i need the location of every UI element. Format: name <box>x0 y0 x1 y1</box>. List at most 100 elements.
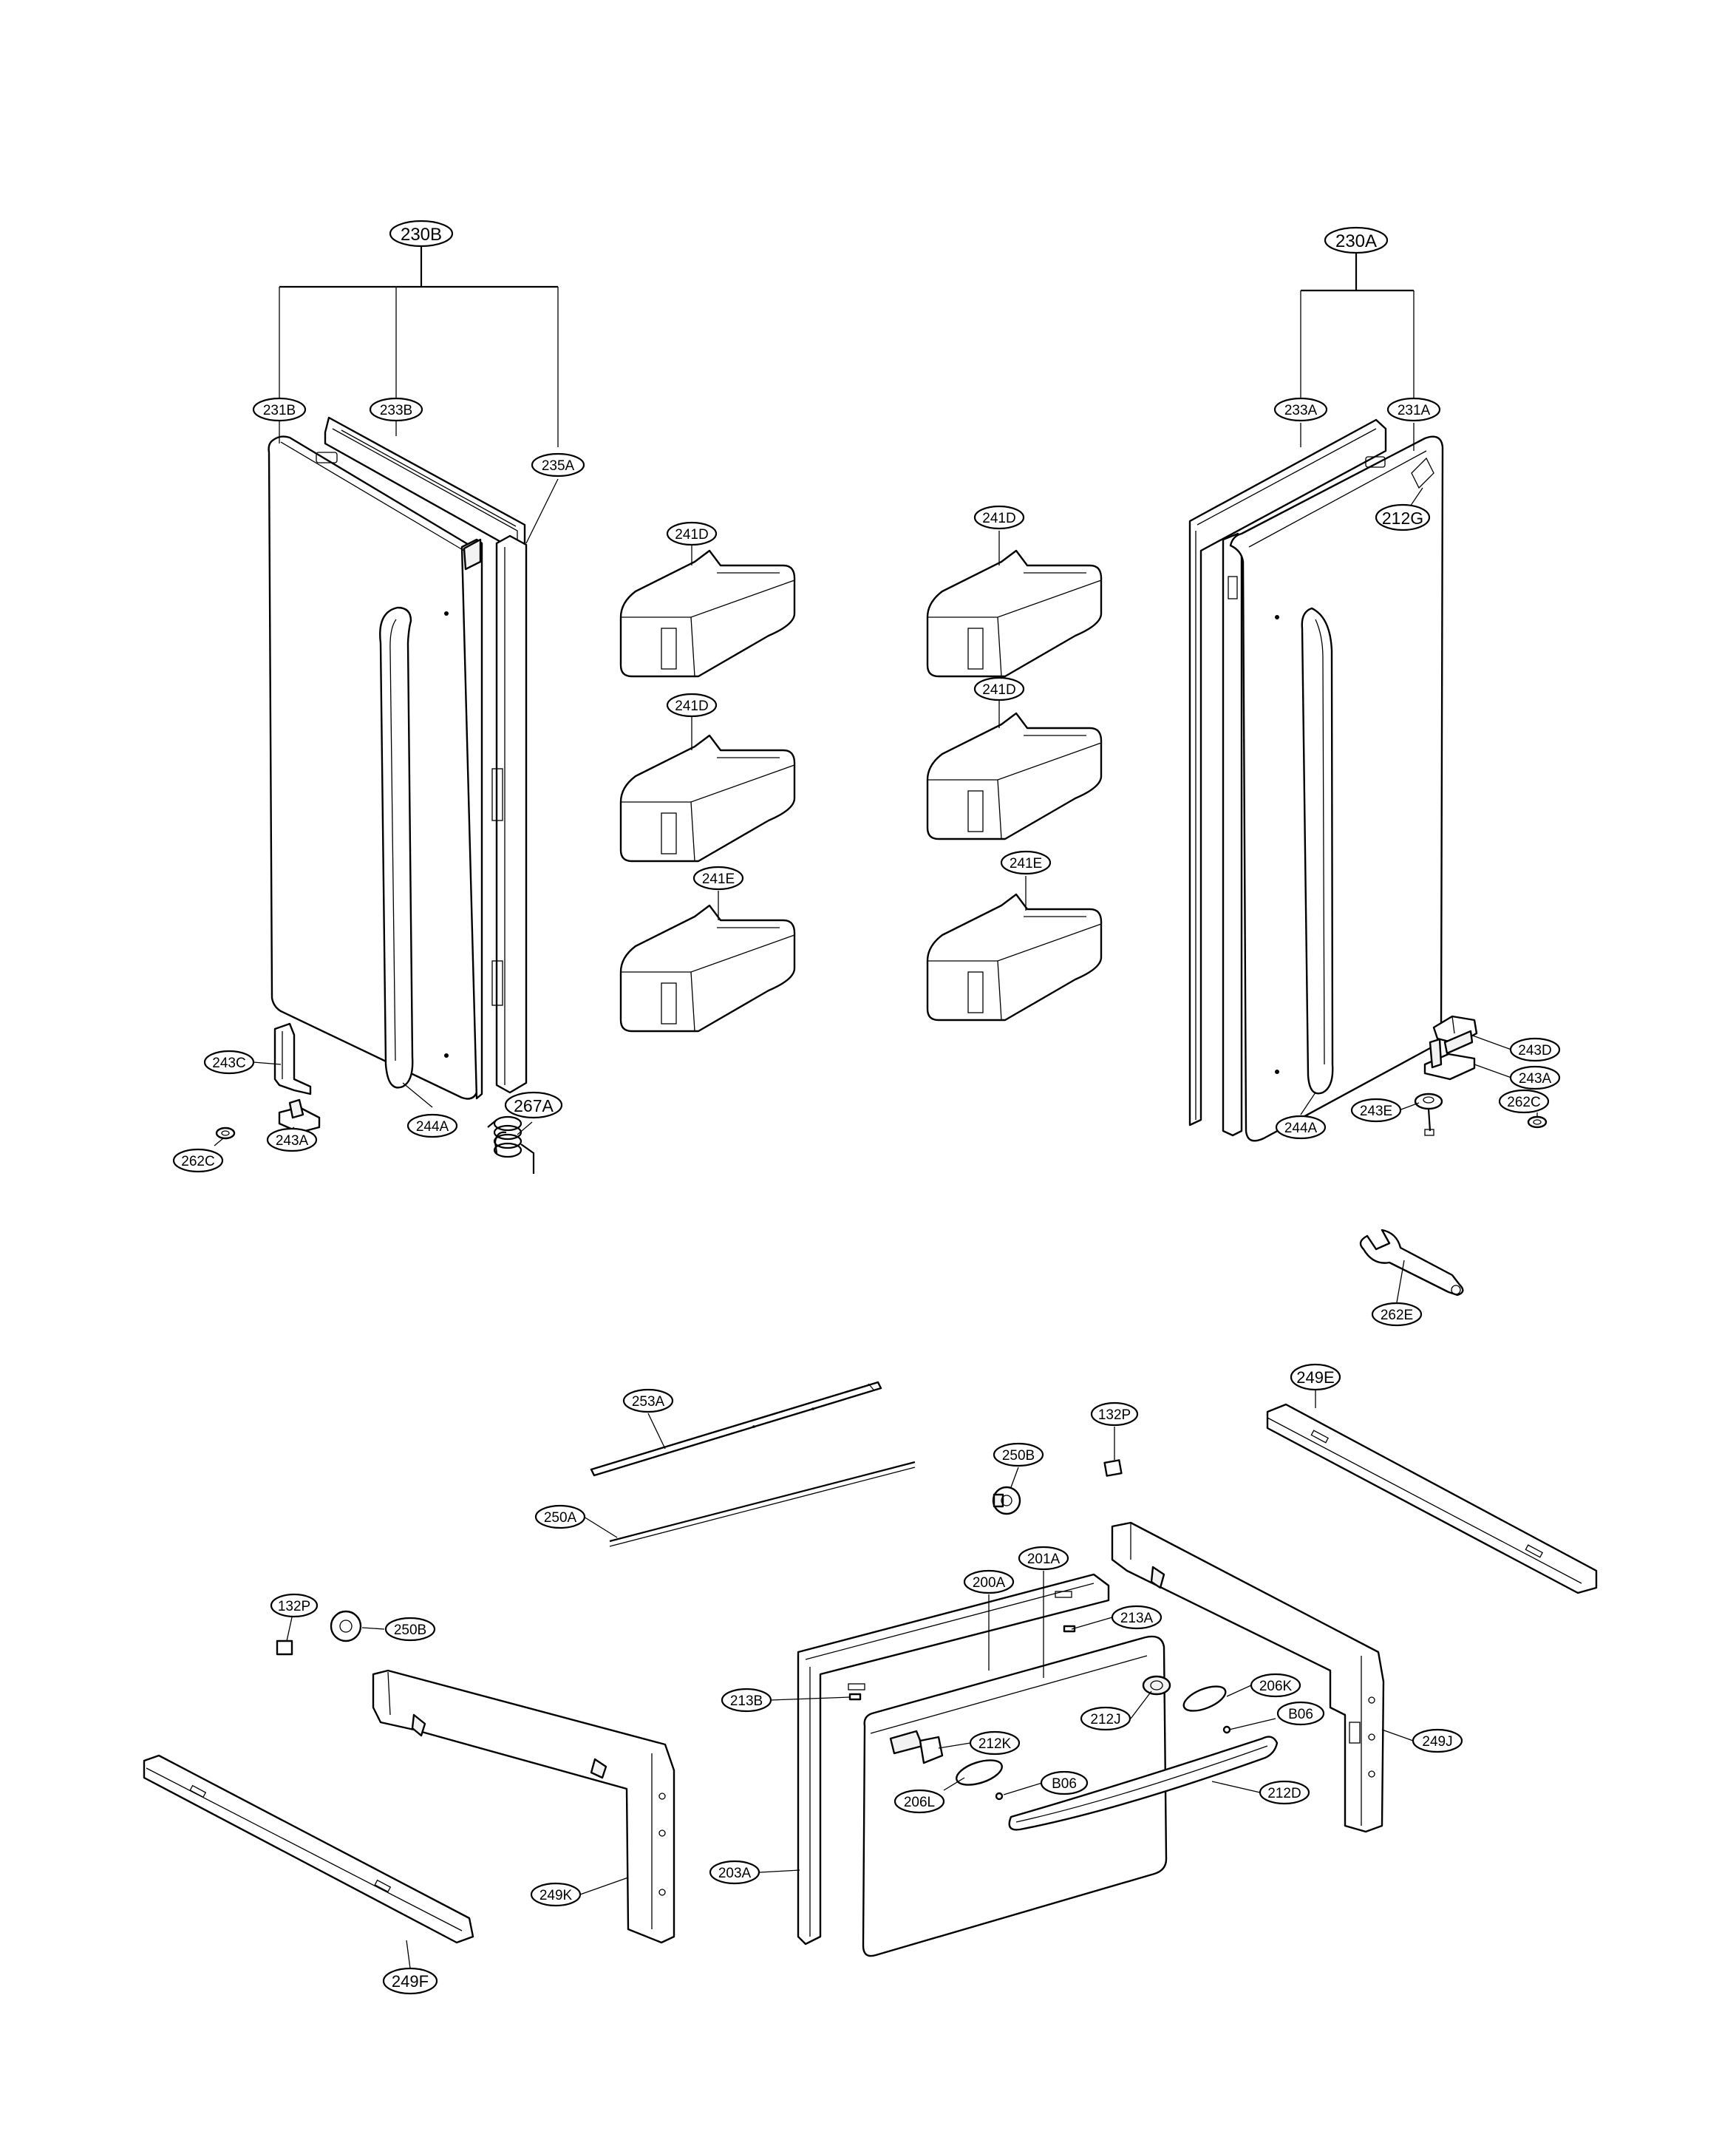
door-bin-241D-left-mid <box>619 734 796 863</box>
cover-206K <box>1182 1685 1227 1712</box>
callout-132P-top: 132P <box>1090 1401 1139 1427</box>
svg-text:206K: 206K <box>1259 1679 1293 1694</box>
svg-text:262E: 262E <box>1381 1308 1413 1323</box>
callout-231A: 231A <box>1386 397 1441 422</box>
callout-B06-right: B06 <box>1276 1701 1325 1726</box>
svg-text:206L: 206L <box>904 1795 935 1810</box>
svg-text:B06: B06 <box>1288 1707 1313 1722</box>
svg-text:241D: 241D <box>982 682 1015 698</box>
svg-text:201A: 201A <box>1027 1552 1061 1567</box>
callout-200A: 200A <box>963 1569 1015 1594</box>
callout-243C: 243C <box>203 1050 255 1075</box>
callout-241D-3: 241D <box>666 693 718 718</box>
svg-text:250B: 250B <box>394 1622 426 1638</box>
svg-text:200A: 200A <box>973 1575 1006 1591</box>
callout-206L: 206L <box>893 1789 945 1814</box>
clip-132P-top <box>1103 1459 1123 1477</box>
svg-text:235A: 235A <box>542 458 575 474</box>
svg-text:212K: 212K <box>978 1736 1012 1752</box>
left-door-seal-strip <box>495 534 528 1094</box>
door-bins <box>619 549 1103 1033</box>
svg-text:233B: 233B <box>380 403 412 418</box>
svg-text:267A: 267A <box>514 1096 554 1115</box>
callout-230B: 230B <box>389 220 454 248</box>
callout-213A: 213A <box>1111 1605 1163 1630</box>
callout-212K: 212K <box>969 1730 1021 1756</box>
right-door-handle <box>1301 607 1334 1095</box>
rail-249E <box>1266 1403 1598 1594</box>
svg-text:243E: 243E <box>1360 1104 1392 1119</box>
svg-text:241E: 241E <box>1010 856 1042 871</box>
callout-249F: 249F <box>382 1967 438 1995</box>
callout-250A: 250A <box>534 1504 586 1529</box>
callout-250B-top: 250B <box>993 1442 1044 1467</box>
rod-250A <box>609 1461 916 1547</box>
svg-text:243A: 243A <box>276 1133 309 1149</box>
hinge-bracket-243C <box>273 1022 312 1095</box>
svg-text:253A: 253A <box>632 1394 665 1410</box>
svg-text:231B: 231B <box>263 403 296 418</box>
clip-213B <box>848 1693 862 1701</box>
callout-244A-right: 244A <box>1275 1115 1327 1140</box>
rail-249F <box>143 1754 474 1944</box>
svg-text:203A: 203A <box>718 1866 752 1881</box>
svg-text:249E: 249E <box>1296 1368 1334 1387</box>
svg-text:243C: 243C <box>212 1056 245 1071</box>
svg-text:250B: 250B <box>1002 1448 1035 1464</box>
door-bin-241D-right-mid <box>926 712 1103 840</box>
callout-249E: 249E <box>1290 1363 1341 1391</box>
callout-243A-left: 243A <box>266 1127 318 1152</box>
svg-text:241D: 241D <box>982 511 1015 526</box>
svg-text:212D: 212D <box>1267 1786 1301 1801</box>
svg-text:249K: 249K <box>539 1888 573 1903</box>
callout-233A: 233A <box>1273 397 1328 422</box>
svg-text:243A: 243A <box>1519 1071 1552 1087</box>
svg-text:213B: 213B <box>730 1693 763 1709</box>
cover-206L <box>956 1759 1003 1786</box>
callout-235A: 235A <box>531 452 585 478</box>
screw-B06-left <box>995 1792 1004 1801</box>
callout-230A: 230A <box>1324 226 1389 254</box>
gear-250B-top <box>992 1486 1021 1515</box>
callout-241E-1: 241E <box>692 866 744 891</box>
svg-text:233A: 233A <box>1284 403 1318 418</box>
bushing-243E <box>1414 1093 1443 1110</box>
screw-B06-right <box>1222 1725 1231 1734</box>
svg-text:231A: 231A <box>1398 403 1431 418</box>
callout-250B-left: 250B <box>384 1617 436 1642</box>
svg-text:230A: 230A <box>1335 231 1377 251</box>
callout-262C-right: 262C <box>1498 1089 1550 1114</box>
washer-262C-left <box>215 1127 236 1140</box>
left-door-handle <box>379 606 414 1089</box>
drawer-handle-212D <box>1008 1736 1279 1831</box>
bracket-249J <box>1111 1521 1385 1833</box>
callout-132P-left: 132P <box>270 1593 319 1618</box>
callout-212J: 212J <box>1080 1706 1131 1731</box>
svg-text:132P: 132P <box>278 1599 310 1614</box>
callout-233B: 233B <box>369 397 423 422</box>
callout-244A-left: 244A <box>406 1113 458 1138</box>
left-door-assembly <box>215 416 535 1174</box>
svg-text:213A: 213A <box>1120 1611 1154 1626</box>
svg-text:230B: 230B <box>401 225 442 245</box>
svg-text:241E: 241E <box>702 871 735 887</box>
callout-213B: 213B <box>721 1688 772 1713</box>
svg-text:241D: 241D <box>675 527 708 543</box>
svg-text:241D: 241D <box>675 699 708 714</box>
callout-243E: 243E <box>1350 1098 1402 1123</box>
leader-lines <box>214 246 1538 1969</box>
callout-241E-2: 241E <box>1000 850 1052 875</box>
callout-231B: 231B <box>252 397 307 422</box>
callout-206K: 206K <box>1250 1673 1301 1698</box>
callout-203A: 203A <box>709 1860 760 1885</box>
washer-262C-right <box>1527 1115 1548 1129</box>
drawer-gasket-203A <box>797 1573 1110 1946</box>
svg-text:212G: 212G <box>1382 509 1423 528</box>
gear-250B-left <box>330 1610 362 1642</box>
callout-212G: 212G <box>1375 503 1431 531</box>
strip-253A <box>590 1381 882 1477</box>
svg-text:243D: 243D <box>1518 1043 1551 1058</box>
right-door-gasket <box>1188 418 1387 1127</box>
